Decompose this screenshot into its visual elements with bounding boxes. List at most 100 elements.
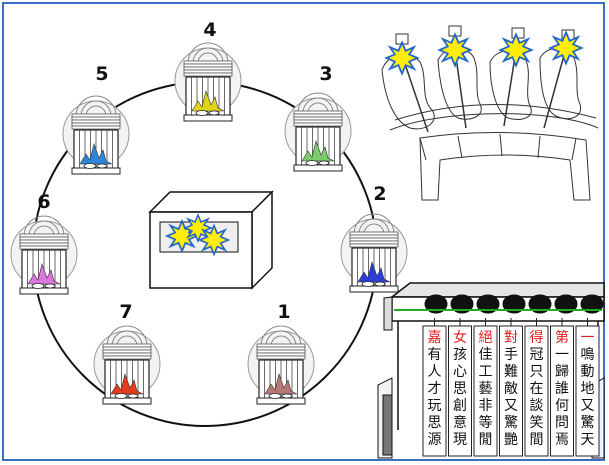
banner-char: 孩	[453, 347, 467, 363]
banner-first-char: 嘉	[428, 330, 442, 346]
station-flame	[264, 372, 298, 395]
sketch-burst-3	[499, 33, 533, 67]
central-burst-3	[198, 224, 230, 256]
banner-char: 玩	[428, 398, 442, 414]
banner-char: 閒	[479, 432, 493, 448]
banner-char: 佳	[479, 347, 493, 363]
banner-char: 歸	[555, 363, 569, 380]
station-number-label: 2	[373, 183, 386, 205]
banner-char: 驚	[581, 414, 595, 431]
rack-hole	[502, 294, 526, 314]
rack-hole	[424, 294, 448, 314]
station-number-label: 4	[203, 19, 216, 41]
station-flame	[27, 262, 61, 285]
sketch-burst-2	[438, 33, 472, 67]
banner-char: 冠	[530, 347, 544, 363]
station-lid	[256, 343, 306, 360]
banner-char: 藝	[479, 381, 493, 397]
banner-char: 在	[530, 381, 544, 397]
banner-char: 地	[581, 381, 595, 397]
banner-rack	[377, 282, 605, 459]
banner-char: 工	[479, 364, 493, 380]
banner-char: 才	[428, 381, 442, 397]
station-flame	[357, 260, 391, 283]
banner-char: 焉	[555, 432, 569, 448]
banner-char: 敵	[504, 381, 518, 397]
banner-char: 手	[504, 347, 518, 363]
banner-char: 問	[555, 415, 569, 431]
station-number-label: 7	[119, 301, 132, 323]
station-3: 3	[284, 63, 352, 172]
station-7: 7	[93, 301, 161, 405]
sparkler-sketch	[381, 25, 599, 201]
station-lid	[293, 110, 343, 127]
banner-char: 一	[555, 347, 569, 363]
banner-char: 思	[453, 381, 467, 397]
banner-char: 驚	[504, 414, 518, 431]
station-number-label: 3	[319, 63, 332, 85]
station-5: 5	[62, 63, 130, 175]
station-6: 6	[10, 191, 78, 295]
banner-char: 意	[453, 414, 467, 431]
station-flame	[79, 142, 113, 165]
banner-char: 誰	[555, 381, 569, 397]
banner-char: 動	[581, 364, 595, 380]
sketch-burst-4	[549, 31, 583, 65]
banner-char: 艷	[504, 432, 518, 448]
rack-hole	[580, 294, 604, 314]
central-box	[148, 190, 274, 290]
banner-char: 天	[581, 432, 595, 448]
banner-first-char: 女	[453, 329, 467, 346]
station-lid	[183, 60, 233, 77]
rack-hole	[554, 294, 578, 314]
banner-char: 笑	[530, 415, 544, 431]
station-number-label: 1	[277, 301, 290, 323]
station-number-label: 6	[37, 191, 50, 213]
banner-first-char: 第	[555, 329, 569, 346]
banner-first-char: 得	[530, 329, 544, 346]
stations-layer: 1 2 3 4 5 6 7	[10, 19, 408, 405]
station-2: 2	[340, 183, 408, 293]
rack-hole	[476, 294, 500, 314]
banner-first-char: 一	[581, 330, 595, 346]
banner-char: 有	[428, 347, 442, 363]
station-1: 1	[247, 301, 315, 405]
banner-first-char: 對	[504, 330, 518, 346]
station-4: 4	[174, 19, 242, 122]
station-flame	[110, 372, 144, 395]
banner-char: 難	[504, 364, 518, 380]
station-lid	[19, 233, 69, 250]
station-number-label: 5	[95, 63, 108, 85]
sketch-burst-1	[385, 41, 419, 75]
station-flame	[301, 139, 335, 162]
banner-char: 人	[428, 364, 442, 380]
banner-char: 現	[453, 432, 467, 448]
rack-hole	[528, 294, 552, 314]
banner-char: 鳴	[581, 347, 595, 363]
banner-char: 又	[504, 398, 518, 414]
station-lid	[102, 343, 152, 360]
banner-char: 等	[479, 414, 493, 431]
banner-first-char: 絕	[479, 330, 493, 346]
banner-char: 談	[530, 398, 544, 414]
banner-char: 心	[453, 364, 467, 380]
banner-char: 創	[453, 398, 467, 414]
station-lid	[349, 231, 399, 248]
banner-char: 又	[581, 398, 595, 414]
banner-char: 何	[555, 398, 569, 414]
banner-char: 思	[428, 415, 442, 431]
station-flame	[191, 89, 225, 112]
banner-char: 源	[428, 432, 442, 448]
